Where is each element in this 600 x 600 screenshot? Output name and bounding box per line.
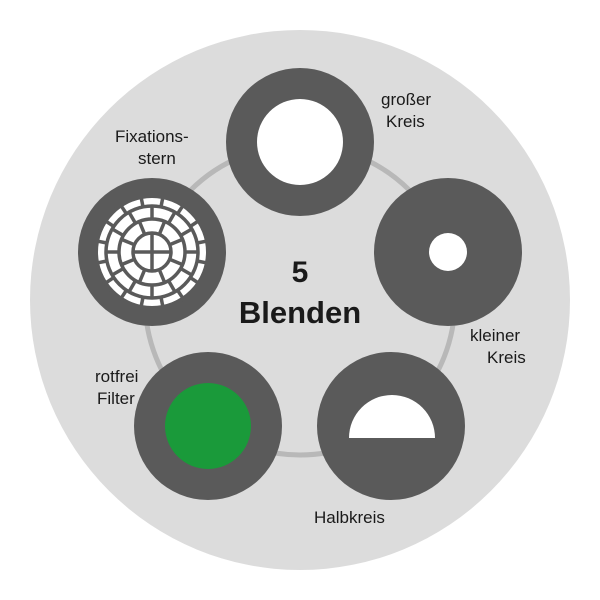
- fixation-star-border: [94, 194, 210, 310]
- small-circle-opening: [429, 233, 467, 271]
- fixation-star-spoke: [127, 279, 138, 293]
- fixation-star-spoke: [137, 220, 147, 236]
- center-title: Blenden: [239, 295, 361, 330]
- aperture-rotfrei-filter: [134, 352, 282, 500]
- fixation-star-spoke: [168, 237, 184, 247]
- label-halbkreis: Halbkreis: [314, 508, 385, 527]
- label-fixationsstern-line2: stern: [138, 149, 176, 168]
- label-rotfrei-filter-line2: Filter: [97, 389, 135, 408]
- center-number: 5: [292, 256, 309, 289]
- half-circle-opening: [349, 395, 435, 438]
- fixation-star-spoke: [120, 257, 136, 267]
- label-fixationsstern-line1: Fixations-: [115, 127, 189, 146]
- aperture-grosser-kreis: [226, 68, 374, 216]
- fixation-star-spoke: [166, 279, 177, 293]
- fixation-star-spoke: [166, 211, 177, 225]
- large-circle-opening: [257, 99, 343, 185]
- fixation-star-spoke: [168, 257, 184, 267]
- fixation-star-spoke: [127, 211, 138, 225]
- label-kleiner-kreis-line2: Kreis: [487, 348, 526, 367]
- aperture-kleiner-kreis: [374, 178, 522, 326]
- fixation-star-spoke: [137, 268, 147, 284]
- fixation-star-spoke: [179, 227, 193, 238]
- fixation-star-spoke: [179, 266, 193, 277]
- label-grosser-kreis-line2: Kreis: [386, 112, 425, 131]
- fixation-star-pattern: [94, 194, 210, 310]
- green-filter-opening: [165, 383, 251, 469]
- fixation-star-spoke: [120, 237, 136, 247]
- fixation-star-spoke: [157, 268, 167, 284]
- aperture-fixationsstern: [78, 178, 226, 326]
- fixation-star-spoke: [111, 227, 125, 238]
- label-rotfrei-filter-line1: rotfrei: [95, 367, 138, 386]
- fixation-star-spoke: [111, 266, 125, 277]
- label-kleiner-kreis-line1: kleiner: [470, 326, 520, 345]
- label-grosser-kreis-line1: großer: [381, 90, 431, 109]
- aperture-halbkreis: [317, 352, 465, 500]
- fixation-star-spoke: [157, 220, 167, 236]
